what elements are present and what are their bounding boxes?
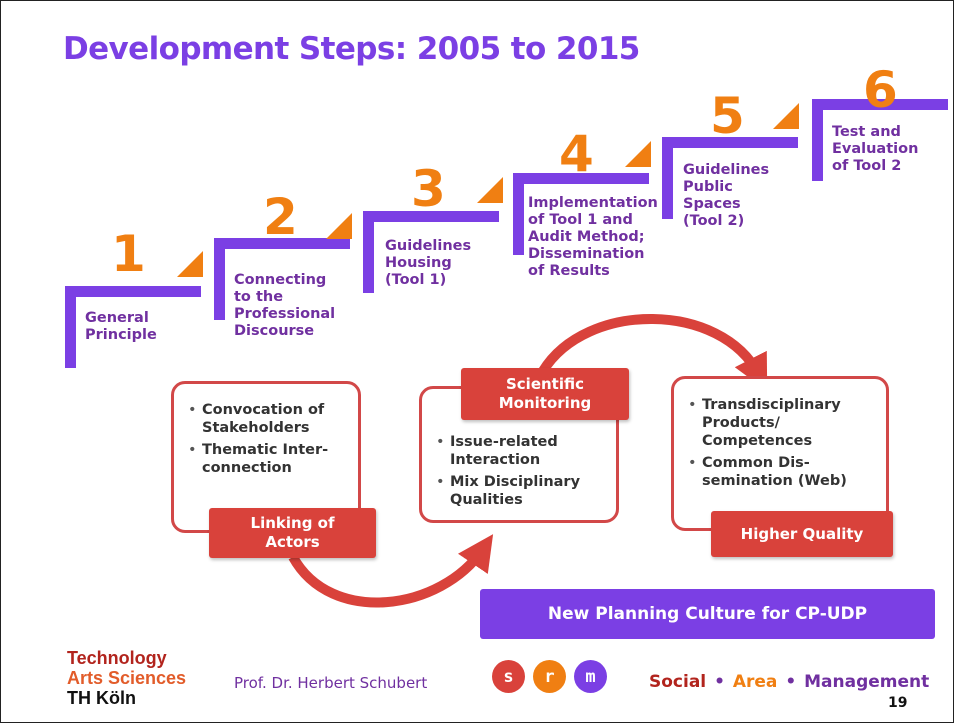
institution-logo: Technology Arts Sciences TH Köln bbox=[67, 648, 186, 708]
step-2-bracket bbox=[214, 238, 350, 320]
box-1-item: Convocation of Stakeholders bbox=[188, 401, 358, 437]
step-3-bracket bbox=[363, 211, 499, 293]
sam-separator: • bbox=[785, 672, 797, 692]
planning-culture-banner: New Planning Culture for CP-UDP bbox=[480, 589, 935, 639]
scientific-monitoring-tag: Scientific Monitoring bbox=[461, 368, 629, 420]
step-6-number: 6 bbox=[863, 61, 898, 119]
step-5-marker bbox=[773, 103, 799, 129]
step-2-label: Connecting to the Professional Discourse bbox=[234, 272, 336, 339]
srm-logo-r: r bbox=[533, 660, 566, 693]
step-6-label: Test and Evaluation of Tool 2 bbox=[832, 124, 919, 174]
step-4-number: 4 bbox=[559, 125, 594, 183]
step-1-bracket bbox=[65, 286, 201, 368]
step-5-number: 5 bbox=[710, 87, 745, 145]
step-4-bracket bbox=[513, 173, 649, 255]
srm-logo-m: m bbox=[574, 660, 607, 693]
higher-quality-tag: Higher Quality bbox=[711, 511, 893, 557]
sam-management: Management bbox=[804, 672, 930, 692]
step-5-label: Guidelines Public Spaces (Tool 2) bbox=[683, 162, 770, 229]
institution-line-3: TH Köln bbox=[67, 688, 136, 708]
step-1-marker bbox=[177, 251, 203, 277]
box-2-item: Issue-related Interaction bbox=[436, 433, 616, 469]
step-1-label: General Principle bbox=[85, 310, 157, 343]
social-area-management: Social • Area • Management bbox=[649, 672, 929, 692]
institution-line-1: Technology bbox=[67, 648, 167, 668]
slide-title: Development Steps: 2005 to 2015 bbox=[63, 31, 640, 67]
srm-logo-s: s bbox=[492, 660, 525, 693]
sam-social: Social bbox=[649, 672, 707, 692]
step-2-number: 2 bbox=[263, 188, 298, 246]
sam-separator: • bbox=[714, 672, 725, 692]
sam-area: Area bbox=[732, 672, 778, 692]
box-2-item: Mix Disciplinary Qualities bbox=[436, 473, 616, 509]
step-2-marker bbox=[326, 213, 352, 239]
higher-quality-box: Transdisciplinary Products/ Competences … bbox=[671, 376, 889, 531]
box-3-item: Common Dis- semination (Web) bbox=[688, 454, 886, 490]
arrow-to-monitoring bbox=[288, 534, 494, 608]
linking-actors-tag: Linking of Actors bbox=[209, 508, 376, 558]
arrow-to-quality bbox=[538, 314, 768, 392]
page-number: 19 bbox=[888, 695, 908, 711]
step-1-number: 1 bbox=[111, 225, 146, 283]
box-3-item: Transdisciplinary Products/ Competences bbox=[688, 396, 886, 450]
author-name: Prof. Dr. Herbert Schubert bbox=[234, 674, 428, 692]
step-3-label: Guidelines Housing (Tool 1) bbox=[385, 238, 472, 288]
step-3-marker bbox=[477, 177, 503, 203]
institution-line-2: Arts Sciences bbox=[67, 668, 187, 688]
step-3-number: 3 bbox=[411, 160, 446, 218]
step-4-marker bbox=[625, 141, 651, 167]
step-6-bracket bbox=[812, 99, 948, 181]
box-1-item: Thematic Inter- connection bbox=[188, 441, 358, 477]
step-5-bracket bbox=[662, 137, 798, 219]
step-4-label: Implementation of Tool 1 and Audit Metho… bbox=[528, 195, 658, 279]
